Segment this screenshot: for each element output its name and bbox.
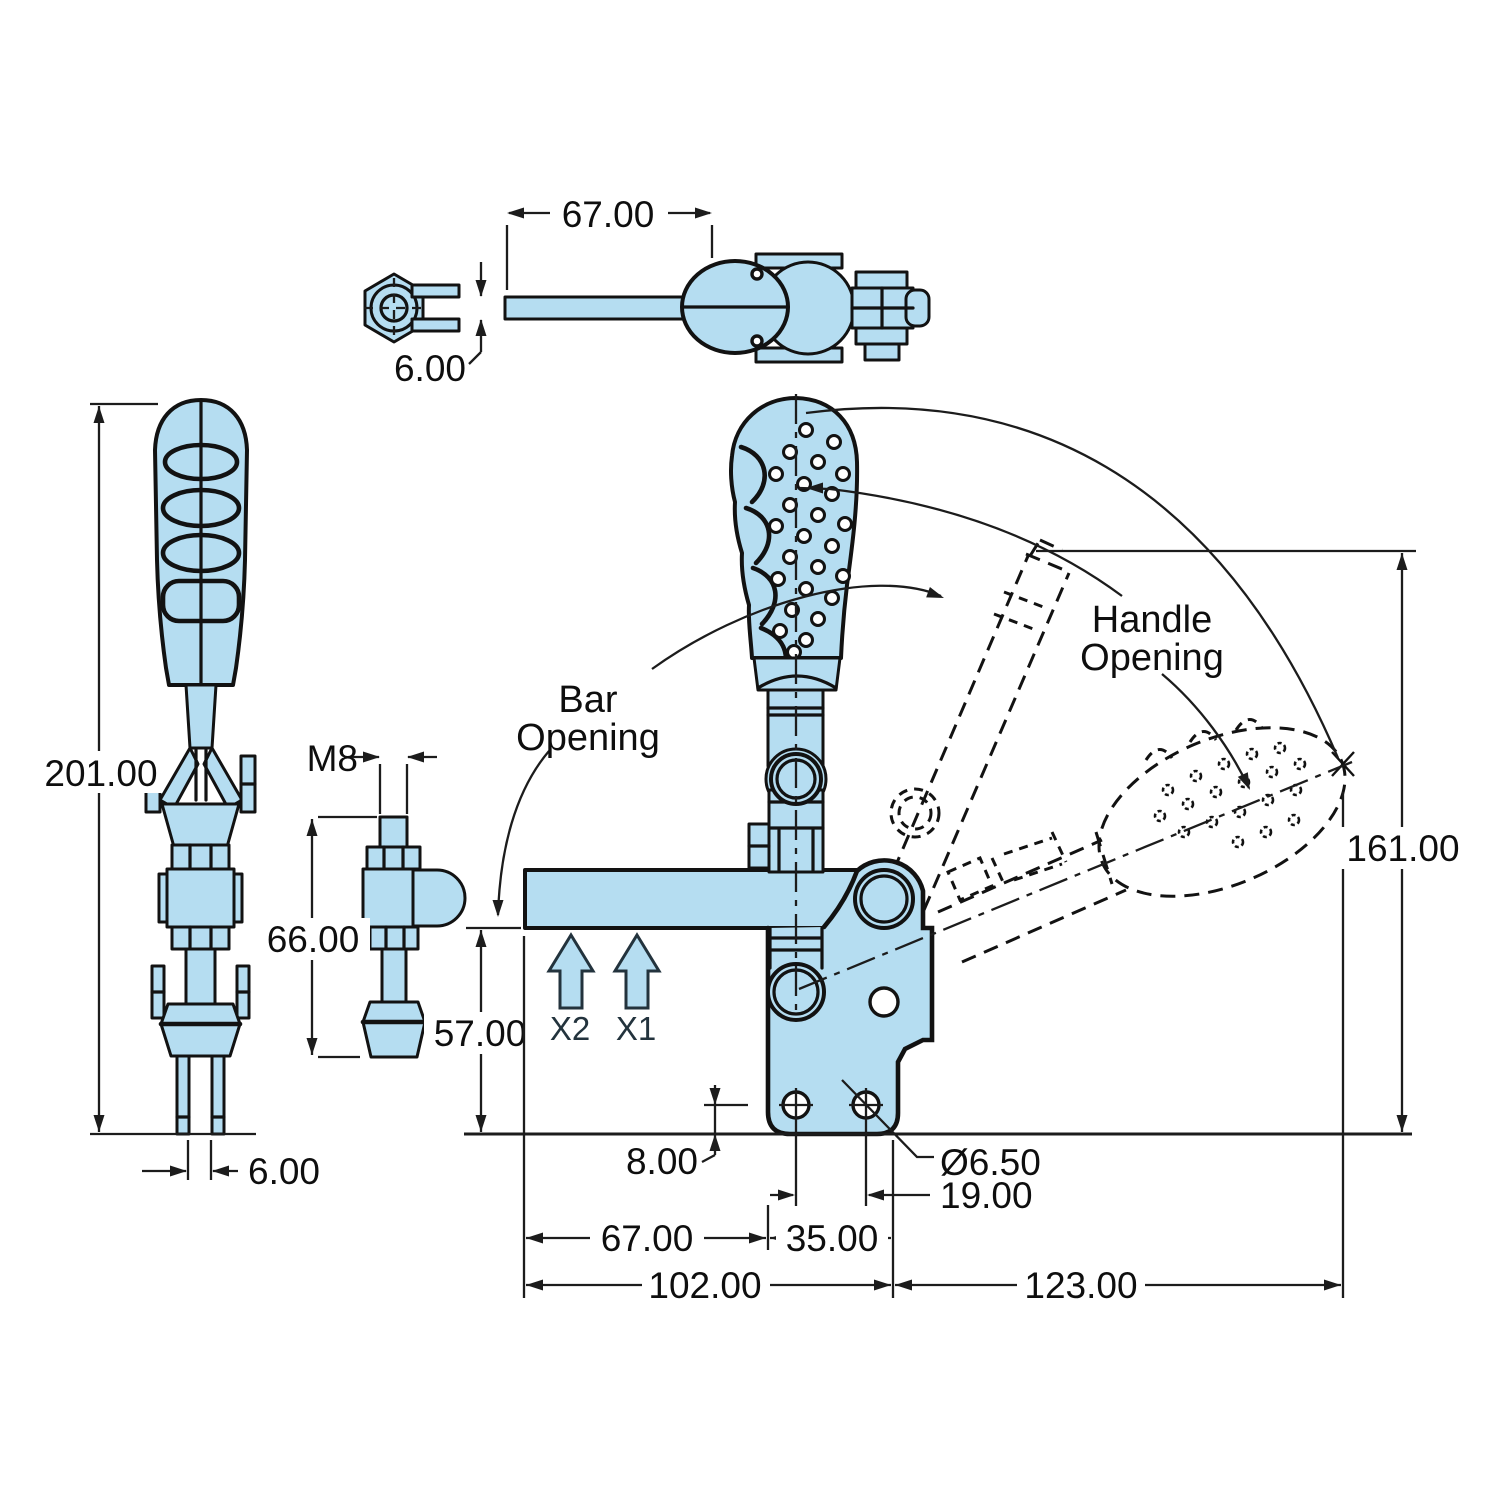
rivet-hole xyxy=(868,986,900,1018)
dim-top-thickness: 6.00 xyxy=(394,262,487,389)
centerline-cross xyxy=(364,278,424,338)
label-bar-opening-2: Opening xyxy=(516,717,660,759)
dim-hole-diameter: Ø6.50 xyxy=(841,1079,1041,1183)
spindle-nut-upper xyxy=(365,845,422,871)
dim-bar-reach: 67.00 xyxy=(526,1218,766,1259)
spindle-thread xyxy=(378,815,409,850)
spindle-rod xyxy=(380,947,408,1004)
front-view: 201.00 6.00 xyxy=(40,398,320,1192)
front-spindle-rod xyxy=(184,947,217,1006)
dim-label-front-height: 201.00 xyxy=(44,753,157,794)
force-arrows: X2 X1 xyxy=(546,932,662,1047)
extension-lines xyxy=(522,792,1345,1298)
dim-label-thread: M8 xyxy=(307,738,358,779)
main-view: X2 X1 Bar Opening Handle Opening xyxy=(424,394,1466,1306)
dim-bar-height: 57.00 xyxy=(424,930,538,1132)
dim-label-front-slot: 6.00 xyxy=(248,1151,320,1192)
label-x1: X1 xyxy=(616,1010,656,1047)
dim-spindle-length: 66.00 xyxy=(256,815,377,1059)
clamp-bar xyxy=(523,868,862,930)
spindle-body xyxy=(361,867,415,929)
dim-open-height: 161.00 xyxy=(1036,549,1466,1132)
front-prong xyxy=(210,1054,226,1136)
dim-spindle-thread: M8 xyxy=(307,738,437,814)
dim-label-open-reach: 123.00 xyxy=(1024,1265,1137,1306)
dim-label-top-length: 67.00 xyxy=(562,194,655,235)
dim-front-slot: 6.00 xyxy=(142,1140,320,1192)
front-hex-nut xyxy=(170,843,231,871)
dim-label-hole-offset: 8.00 xyxy=(626,1141,698,1182)
front-foot xyxy=(159,1002,242,1058)
open-position-phantom xyxy=(882,538,1355,964)
arrow-x2-icon xyxy=(546,932,596,1010)
front-neck xyxy=(184,683,218,750)
dim-front-height: 201.00 xyxy=(40,402,256,1136)
dim-label-bar-height: 57.00 xyxy=(434,1013,527,1054)
spindle-detail-view: M8 66.00 xyxy=(256,738,467,1059)
label-handle-opening-2: Opening xyxy=(1080,637,1224,679)
dim-hole-spacing: 19.00 xyxy=(770,1122,1033,1216)
dim-base-width: 35.00 xyxy=(770,1218,891,1259)
annotation-leaders xyxy=(466,406,1340,930)
top-fork-prong xyxy=(410,317,461,333)
front-prong xyxy=(175,1054,191,1136)
dim-label-open-height: 161.00 xyxy=(1346,828,1459,869)
label-bar-opening-1: Bar xyxy=(558,679,617,721)
mounting-hole-left xyxy=(779,1088,813,1122)
top-fork-prong xyxy=(410,283,461,299)
spindle-foot xyxy=(361,1000,427,1059)
dim-label-bar-reach: 67.00 xyxy=(601,1218,694,1259)
arrow-x1-icon xyxy=(612,932,662,1010)
dim-top-length: 67.00 xyxy=(505,192,714,290)
label-handle-opening-1: Handle xyxy=(1092,599,1212,641)
dim-label-top-thickness: 6.00 xyxy=(394,348,466,389)
centerline-open-handle xyxy=(798,760,1353,991)
front-body-block xyxy=(165,867,236,929)
top-view: 67.00 6.00 xyxy=(363,192,931,389)
label-x2: X2 xyxy=(550,1010,590,1047)
spindle-nut-lower xyxy=(368,925,420,951)
dim-open-reach: 123.00 xyxy=(895,1265,1341,1306)
dim-hole-offset: 8.00 xyxy=(626,1085,748,1182)
dim-label-base-width: 35.00 xyxy=(786,1218,879,1259)
dim-label-overall-length: 102.00 xyxy=(648,1265,761,1306)
dim-overall-length: 102.00 xyxy=(526,1265,891,1306)
dim-label-hole-spacing: 19.00 xyxy=(940,1175,1033,1216)
dim-label-hole-diameter: Ø6.50 xyxy=(940,1142,1041,1183)
spindle-lug xyxy=(411,868,467,928)
top-bar xyxy=(503,295,686,321)
main-pivot-boss xyxy=(853,868,915,930)
dim-label-spindle-length: 66.00 xyxy=(267,919,360,960)
